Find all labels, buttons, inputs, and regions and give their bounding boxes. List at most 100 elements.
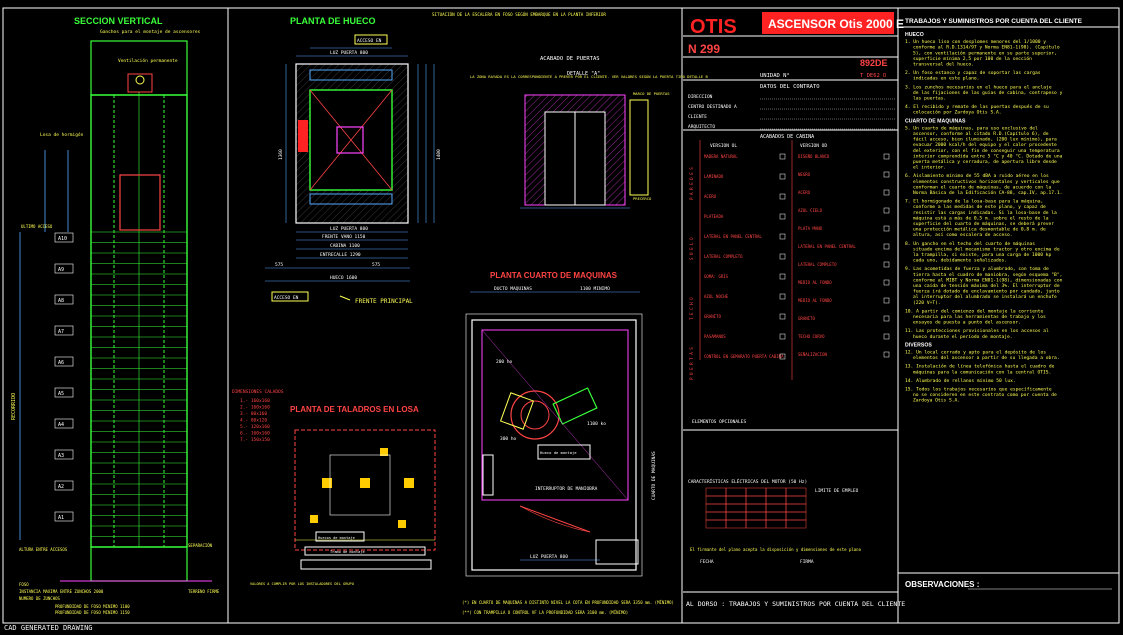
- finish-checkbox[interactable]: [779, 173, 786, 180]
- floor-tag: A10: [58, 236, 67, 242]
- works-line: 13. Instalación de línea telefónica hast…: [905, 363, 1055, 370]
- hole-4: [380, 448, 388, 456]
- sheave-icon: [135, 75, 145, 85]
- motor-table-cell: [725, 503, 747, 513]
- works-line: 9. Las acometidas de fuerza y alumbrado,…: [905, 266, 1049, 272]
- works-line: 1. Un hueco liso con desplomes menores d…: [905, 39, 1046, 45]
- finish-checkbox[interactable]: [779, 233, 786, 240]
- floor-tag: A6: [58, 360, 64, 366]
- works-line: 7. El hormigonado de la losa-base para l…: [905, 198, 1043, 205]
- finish-checkbox[interactable]: [883, 315, 890, 322]
- installer-values-label: VALORES A CUMPLIR POR LOS INSTALADORES D…: [250, 582, 354, 586]
- motor-table-cell: [725, 519, 747, 529]
- finish-option-right: GRANITO: [798, 316, 815, 321]
- finish-option-left: PASAMANOS: [704, 334, 726, 339]
- works-line: la trampilla, si existe, para una carga …: [913, 252, 1052, 258]
- finish-checkbox[interactable]: [779, 313, 786, 320]
- finish-checkbox[interactable]: [779, 353, 786, 360]
- finish-checkbox[interactable]: [779, 333, 786, 340]
- finish-checkbox[interactable]: [883, 153, 890, 160]
- finish-checkbox[interactable]: [779, 213, 786, 220]
- finish-option-left: GRANITO: [704, 314, 721, 319]
- mr-note-2: (**) CON TRAMPILLA O CONTROL VF LA PROFU…: [462, 610, 628, 615]
- frame-label: MARCO DE PUERTAS: [633, 91, 670, 96]
- finish-rows: MADERA NATURALLAMINADOACEROPLATEADALATER…: [704, 153, 890, 360]
- finish-checkbox[interactable]: [779, 193, 786, 200]
- finish-checkbox[interactable]: [883, 189, 890, 196]
- dim-1100: 1100 ko: [587, 421, 606, 427]
- motor-table-cell: [705, 511, 727, 521]
- separation-label: SEPARACIÓN: [188, 543, 213, 548]
- machine-room-title: PLANTA CUARTO DE MAQUINAS: [490, 271, 618, 280]
- date-label: FECHA: [700, 559, 714, 565]
- floor-tag: A2: [58, 484, 64, 490]
- ventilation-label: Ventilación permanente: [118, 57, 178, 64]
- finish-checkbox[interactable]: [779, 253, 786, 260]
- finish-checkbox[interactable]: [883, 351, 890, 358]
- montage-hole-box: [315, 531, 365, 542]
- mr-room-label: CUARTO DE MAQUINAS: [651, 451, 657, 500]
- finish-checkbox[interactable]: [883, 207, 890, 214]
- finish-checkbox[interactable]: [779, 153, 786, 160]
- works-line: 6. Aislamiento mínimo de 55 dBA a ruido …: [905, 172, 1049, 179]
- finish-option-left: GOMA: GRIS: [704, 274, 729, 279]
- works-line: transversal del hueco.: [913, 62, 974, 68]
- control-panel: [482, 454, 494, 496]
- unit-label: UNIDAD N°: [760, 73, 790, 79]
- product-title: ASCENSOR Otis 2000 E: [768, 17, 904, 31]
- observations-label: OBSERVACIONES :: [905, 580, 979, 589]
- finish-checkbox[interactable]: [883, 279, 890, 286]
- floor-tag-box: [54, 449, 74, 460]
- finish-checkbox[interactable]: [883, 333, 890, 340]
- finish-checkbox[interactable]: [883, 297, 890, 304]
- works-line: cada uno, debidamente señalizados.: [913, 258, 1007, 264]
- hole-dimension-row: 4.- 80x120: [240, 418, 267, 424]
- works-line: altura, así como escalera de acceso.: [913, 231, 1013, 238]
- vano-dim: FRENTE VANO 1150: [322, 234, 366, 240]
- access-bottom-label: ACCESO EN: [274, 295, 299, 301]
- finish-checkbox[interactable]: [883, 171, 890, 178]
- shaft-plan-title: PLANTA DE HUECO: [290, 16, 376, 26]
- motor-table-cell: [785, 495, 807, 505]
- works-heading: DIVERSOS: [905, 342, 932, 348]
- works-line: situado encima del mecanismo tractor y o…: [913, 246, 1060, 252]
- finish-side-label: P A R E D E S: [689, 167, 694, 200]
- otis-logo: OTIS: [690, 16, 737, 38]
- mr-diag: [481, 329, 629, 501]
- slab-dim-box: [300, 559, 432, 570]
- hole-dimension-row: 5.- 120x160: [240, 424, 270, 430]
- front-arrow: [339, 295, 351, 301]
- shaft-plan: PLANTA DE HUECO SITUACIÓN DE LA ESCALERA…: [265, 12, 606, 305]
- finish-checkbox[interactable]: [883, 261, 890, 268]
- access-top-label: ACCESO EN: [357, 38, 382, 44]
- works-line: 5), con ventilación permanente en su par…: [913, 49, 1057, 56]
- finish-option-left: LATERAL EN PANEL CENTRAL: [704, 234, 762, 239]
- finish-option-left: AZUL NOCHE: [704, 294, 729, 299]
- works-line: superficie del cuarto de máquinas, se de…: [913, 220, 1054, 227]
- finish-checkbox[interactable]: [883, 243, 890, 250]
- right-half-dim: 575: [372, 262, 380, 268]
- dim-200: 200 ho: [496, 359, 513, 365]
- version-od: VERSION OD: [800, 143, 827, 149]
- pit-note-2: PROFUNDIDAD DE FOSO MINIMO 1150: [55, 610, 130, 615]
- works-line: 14. Alumbrado de rellanos mínimo 50 lux.: [905, 377, 1016, 384]
- finish-checkbox[interactable]: [779, 273, 786, 280]
- door-arc: [519, 505, 591, 533]
- floor-tag-box: [54, 294, 74, 305]
- motor-table-cell: [725, 495, 747, 505]
- client-works-title: TRABAJOS Y SUMINISTROS POR CUENTA DEL CL…: [905, 18, 1083, 25]
- travel-label: RECORRIDO: [11, 393, 17, 420]
- slab-inner: [329, 454, 391, 516]
- finish-checkbox[interactable]: [883, 225, 890, 232]
- floor-tag-box: [54, 418, 74, 429]
- mr-wall-outline: [465, 313, 643, 577]
- finish-checkbox[interactable]: [779, 293, 786, 300]
- product-band: [762, 12, 894, 34]
- pit-box: [90, 546, 188, 582]
- floor-tag-box: [54, 356, 74, 367]
- finish-option-left: ACERO: [704, 194, 717, 199]
- floor-tag: A3: [58, 453, 64, 459]
- slab-plan-title: PLANTA DE TALADROS EN LOSA: [290, 405, 419, 414]
- floor-tag-box: [54, 232, 74, 243]
